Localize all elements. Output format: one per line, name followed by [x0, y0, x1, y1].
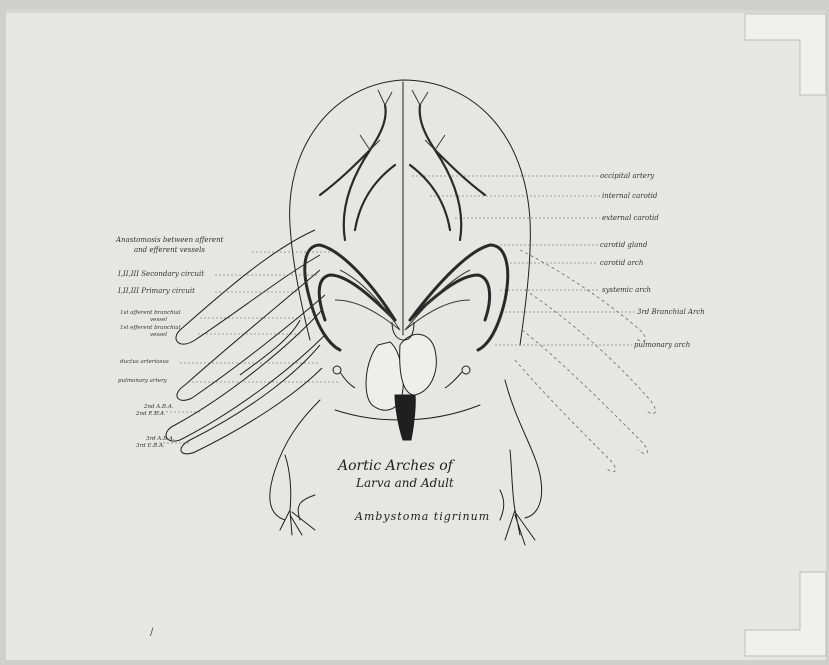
label-systemic-arch: systemic arch [602, 286, 651, 294]
title-line1: Aortic Arches of [338, 458, 453, 474]
label-afferent-line2: vessel [150, 317, 167, 323]
label-3rd-aba: 3rd A.B.A. [146, 436, 175, 442]
label-secondary-circuit: I,II,III Secondary circuit [118, 270, 204, 278]
label-2nd-eba: 2nd E.B.A. [136, 411, 166, 417]
label-efferent-line1: 1st efferent branchial [120, 325, 180, 331]
title-species: Ambystoma tigrinum [355, 510, 490, 523]
label-afferent-line1: 1st afferent branchial [120, 310, 181, 316]
label-carotid-gland: carotid gland [600, 241, 647, 249]
label-pulmonary-artery: pulmonary artery [118, 378, 167, 384]
label-occipital-artery: occipital artery [600, 172, 654, 180]
label-anastomosis-line1: Anastomosis between afferent [116, 236, 223, 244]
label-internal-carotid: internal carotid [602, 192, 657, 200]
label-primary-circuit: I,II,III Primary circuit [118, 287, 195, 295]
label-3rd-eba: 3rd E.B.A. [136, 443, 165, 449]
label-2nd-aba: 2nd A.B.A. [144, 404, 174, 410]
label-ductus-arteriosus: ductus arteriosus [120, 359, 169, 365]
label-anastomosis-line2: and efferent vessels [134, 246, 205, 254]
label-external-carotid: external carotid [602, 214, 659, 222]
label-third-branchial-arch: 3rd Branchial Arch [637, 308, 705, 316]
label-efferent-line2: vessel [150, 332, 167, 338]
title-line2: Larva and Adult [356, 476, 454, 490]
label-carotid-arch: carotid arch [600, 259, 643, 267]
label-pulmonary-arch: pulmonary arch [634, 341, 690, 349]
